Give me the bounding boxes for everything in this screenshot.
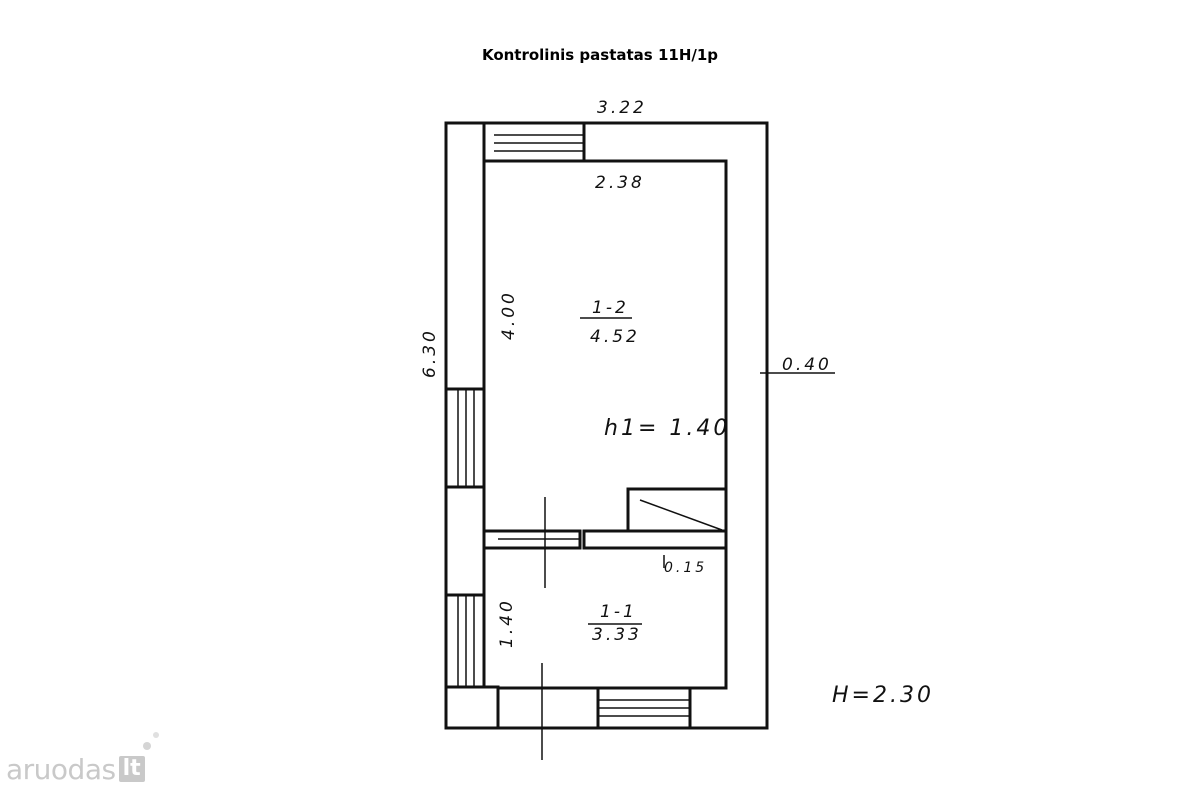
dim-top-outer: 3.22 [597,98,647,118]
left-wall-upper [444,121,486,391]
partition-right [582,529,728,550]
smoke-dot-icon [152,732,159,738]
room-1-area: 3.33 [592,625,642,645]
exterior-walls [444,121,769,730]
dim-wall-thickness: 0.40 [782,355,832,375]
dim-room2-width: 4.00 [499,290,519,340]
corner-block [444,685,500,730]
room-2-area: 4.52 [590,327,640,347]
left-window-1 [444,387,486,489]
plan-title: Kontrolinis pastatas 11H/1p [481,46,719,64]
aruodas-logo: aruodas lt [6,732,159,786]
left-window-2 [444,593,486,689]
smoke-dot-icon [142,742,151,750]
top-window [482,121,586,163]
left-wall-middle [444,485,486,597]
building-height-note: H=2.30 [832,683,934,708]
room-1-id: 1-1 [600,602,637,622]
dim-left-outer: 6.30 [420,328,440,378]
floor-height-note: h1= 1.40 [604,416,730,441]
dimension-lines [580,317,835,625]
dim-partition: 0.15 [664,560,707,576]
logo-suffix: lt [122,756,141,781]
dim-top-inner: 2.38 [595,173,645,193]
logo-text: aruodas [6,752,116,786]
partition-wall [482,487,728,760]
dim-room1-width: 1.40 [497,598,517,648]
logo-domain-badge: lt [118,732,159,782]
bottom-opening [496,686,600,730]
room-2-id: 1-2 [592,298,629,318]
stove-box [626,487,728,533]
